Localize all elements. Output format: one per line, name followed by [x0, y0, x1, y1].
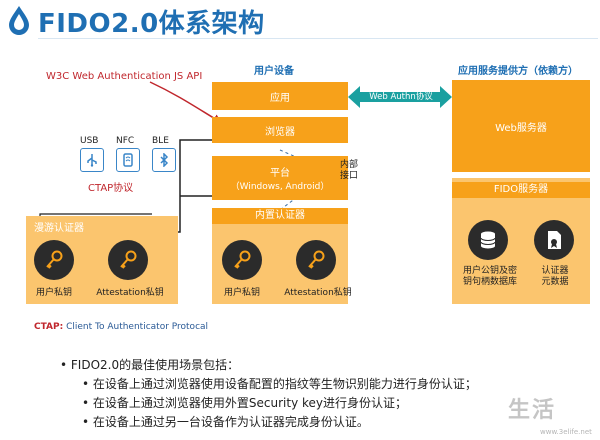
bullet-item: • 在设备上通过浏览器使用设备配置的指纹等生物识别能力进行身份认证；	[82, 377, 477, 391]
inner-interface-line2: 接口	[340, 171, 359, 181]
app-box: 应用	[212, 82, 348, 110]
browser-box: 浏览器	[212, 117, 348, 143]
bullet-item: • 在设备上通过另一台设备作为认证器完成身份认证。	[82, 415, 369, 429]
metadata-certificate-icon	[534, 220, 574, 260]
metadata-label: 认证器 元数据	[526, 266, 584, 288]
platform-box: 平台 （Windows, Android）	[212, 156, 348, 200]
builtin-attestation-key-icon	[296, 240, 336, 280]
bullet-item-text: 在设备上通过浏览器使用设备配置的指纹等生物识别能力进行身份认证；	[92, 377, 477, 391]
nfc-label: NFC	[116, 136, 135, 146]
provider-label: 应用服务提供方（依赖方）	[458, 66, 578, 77]
roaming-user-key-label: 用户私钥	[35, 288, 72, 298]
fido-logo-icon	[6, 5, 32, 35]
roaming-attestation-key-label: Attestation私钥	[96, 288, 164, 298]
title-divider	[38, 38, 598, 39]
bullet-item: • 在设备上通过浏览器使用外置Security key进行身份认证；	[82, 396, 408, 410]
inner-interface-line1: 内部	[340, 160, 359, 170]
usb-label: USB	[80, 136, 99, 146]
webauthn-arrow	[348, 86, 452, 108]
metadata-label-line1: 认证器	[541, 266, 569, 276]
user-device-label: 用户设备	[254, 66, 294, 77]
roaming-user-key-icon	[34, 240, 74, 280]
metadata-label-line2: 元数据	[541, 277, 569, 287]
database-label-line1: 用户公钥及密	[462, 266, 517, 276]
w3c-api-label: W3C Web Authentication JS API	[46, 71, 203, 82]
web-server-box: Web服务器	[452, 80, 590, 172]
ctap-protocol-label: CTAP协议	[88, 183, 134, 194]
ctap-footnote: CTAP: Client To Authenticator Protocal	[34, 322, 208, 332]
roaming-title: 漫游认证器	[34, 223, 84, 234]
builtin-user-key-icon	[222, 240, 262, 280]
builtin-title: 内置认证器	[212, 208, 348, 224]
usage-bullets: • FIDO2.0的最佳使用场景包括： • 在设备上通过浏览器使用设备配置的指纹…	[60, 356, 477, 432]
database-label-line2: 钥句柄数据库	[462, 277, 517, 287]
builtin-attestation-key-label: Attestation私钥	[284, 288, 352, 298]
footnote-text: Client To Authenticator Protocal	[63, 322, 209, 332]
inner-interface-label: 内部 接口	[340, 160, 358, 182]
platform-os-label: （Windows, Android）	[230, 182, 330, 192]
roaming-attestation-key-icon	[108, 240, 148, 280]
database-label: 用户公钥及密 钥句柄数据库	[454, 266, 526, 288]
webauthn-label: Web Authn协议	[369, 92, 433, 102]
watermark-brand: 生活	[508, 398, 557, 423]
ble-label: BLE	[152, 136, 169, 146]
bullet-item-text: 在设备上通过另一台设备作为认证器完成身份认证。	[92, 415, 369, 429]
bullet-main-text: FIDO2.0的最佳使用场景包括：	[70, 358, 240, 372]
footnote-abbr: CTAP:	[34, 322, 64, 332]
usb-icon	[80, 148, 104, 172]
platform-label: 平台	[270, 168, 290, 179]
page-title: FIDO2.0体系架构	[38, 9, 265, 39]
fido-server-title: FIDO服务器	[452, 182, 590, 198]
bullet-item-text: 在设备上通过浏览器使用外置Security key进行身份认证；	[92, 396, 408, 410]
nfc-icon	[116, 148, 140, 172]
builtin-user-key-label: 用户私钥	[223, 288, 260, 298]
database-icon	[468, 220, 508, 260]
bullet-main: • FIDO2.0的最佳使用场景包括：	[60, 358, 240, 372]
watermark-site: www.3elife.net	[540, 428, 592, 436]
bluetooth-icon	[152, 148, 176, 172]
